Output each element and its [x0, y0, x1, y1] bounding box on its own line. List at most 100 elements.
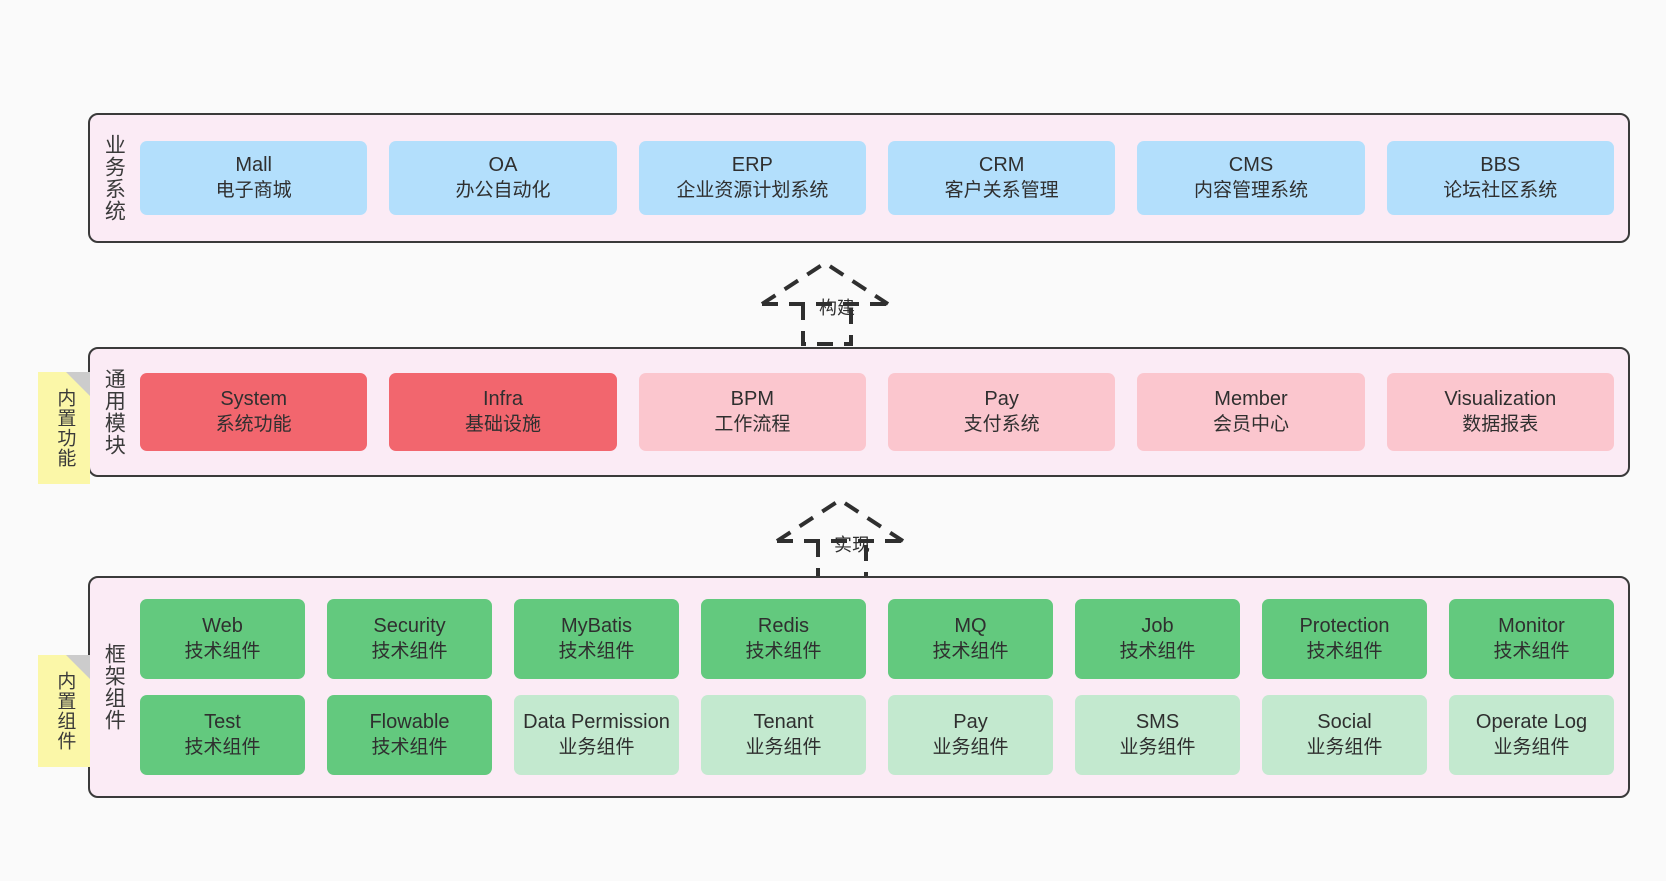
- card-row: Mall 电子商城 OA 办公自动化 ERP 企业资源计划系统 CRM 客户关系…: [140, 141, 1614, 215]
- card-subtitle: 业务组件: [1119, 736, 1196, 758]
- layer-body-common-modules: System 系统功能 Infra 基础设施 BPM 工作流程 Pay 支付系统…: [136, 349, 1628, 475]
- card-subtitle: 客户关系管理: [944, 179, 1059, 201]
- card-bpm[interactable]: BPM 工作流程: [638, 373, 866, 451]
- card-title: BPM: [730, 388, 774, 411]
- layer-body-business-system: Mall 电子商城 OA 办公自动化 ERP 企业资源计划系统 CRM 客户关系…: [136, 115, 1628, 241]
- card-title: Pay: [953, 711, 988, 734]
- card-pay[interactable]: Pay 支付系统: [887, 373, 1116, 451]
- card-web[interactable]: Web 技术组件: [140, 599, 305, 679]
- card-title: Mall: [235, 154, 272, 177]
- card-sms[interactable]: SMS 业务组件: [1075, 695, 1240, 775]
- card-title: Visualization: [1444, 388, 1557, 411]
- card-subtitle: 会员中心: [1212, 413, 1289, 435]
- layer-business-system: 业务系统 Mall 电子商城 OA 办公自动化 ERP 企业资源计划系统 CRM…: [88, 113, 1630, 243]
- card-social[interactable]: Social 业务组件: [1262, 695, 1427, 775]
- card-mybatis[interactable]: MyBatis 技术组件: [514, 599, 679, 679]
- card-title: MQ: [954, 615, 987, 638]
- card-title: Flowable: [369, 711, 450, 734]
- card-subtitle: 工作流程: [714, 413, 791, 435]
- card-subtitle: 基础设施: [464, 413, 541, 435]
- card-subtitle: 数据报表: [1462, 413, 1539, 435]
- card-title: Test: [204, 711, 241, 734]
- card-subtitle: 系统功能: [215, 413, 292, 435]
- sticky-note-builtin-components[interactable]: 内置组件: [38, 655, 90, 767]
- card-monitor[interactable]: Monitor 技术组件: [1449, 599, 1614, 679]
- card-subtitle: 技术组件: [1306, 640, 1383, 662]
- arrow-label-build: 构建: [819, 298, 855, 318]
- card-title: CRM: [978, 154, 1025, 177]
- card-member[interactable]: Member 会员中心: [1137, 373, 1365, 451]
- card-operate-log[interactable]: Operate Log 业务组件: [1449, 695, 1614, 775]
- card-subtitle: 支付系统: [963, 413, 1040, 435]
- card-title: ERP: [731, 154, 773, 177]
- card-subtitle: 技术组件: [558, 640, 635, 662]
- card-subtitle: 技术组件: [745, 640, 822, 662]
- card-title: OA: [488, 154, 518, 177]
- card-title: Data Permission: [523, 711, 670, 734]
- card-subtitle: 办公自动化: [455, 179, 551, 201]
- layer-title-framework-components: 框架组件: [102, 643, 126, 731]
- layer-title-business-system: 业务系统: [102, 134, 126, 222]
- card-system[interactable]: System 系统功能: [140, 373, 368, 451]
- card-data-permission[interactable]: Data Permission 业务组件: [514, 695, 679, 775]
- card-title: SMS: [1135, 711, 1180, 734]
- card-title: Operate Log: [1475, 711, 1588, 734]
- card-erp[interactable]: ERP 企业资源计划系统: [638, 141, 866, 215]
- card-mall[interactable]: Mall 电子商城: [140, 141, 368, 215]
- card-title: Member: [1214, 388, 1288, 411]
- card-row: Test 技术组件 Flowable 技术组件 Data Permission …: [140, 695, 1614, 775]
- card-security[interactable]: Security 技术组件: [327, 599, 492, 679]
- card-title: Security: [373, 615, 446, 638]
- card-subtitle: 业务组件: [558, 736, 635, 758]
- card-title: Protection: [1299, 615, 1390, 638]
- card-protection[interactable]: Protection 技术组件: [1262, 599, 1427, 679]
- card-mq[interactable]: MQ 技术组件: [888, 599, 1053, 679]
- card-test[interactable]: Test 技术组件: [140, 695, 305, 775]
- card-subtitle: 电子商城: [215, 179, 292, 201]
- sticky-note-builtin-features[interactable]: 内置功能: [38, 372, 90, 484]
- card-subtitle: 业务组件: [1493, 736, 1570, 758]
- card-job[interactable]: Job 技术组件: [1075, 599, 1240, 679]
- card-title: CMS: [1228, 154, 1274, 177]
- card-subtitle: 业务组件: [932, 736, 1009, 758]
- card-subtitle: 技术组件: [371, 640, 448, 662]
- card-visualization[interactable]: Visualization 数据报表: [1386, 373, 1614, 451]
- arrow-label-implement: 实现: [834, 535, 870, 555]
- arrow-build: 构建: [757, 258, 907, 348]
- card-cms[interactable]: CMS 内容管理系统: [1137, 141, 1365, 215]
- card-subtitle: 技术组件: [932, 640, 1009, 662]
- card-title: Web: [202, 615, 243, 638]
- card-title: Social: [1317, 711, 1372, 734]
- arrow-implement: 实现: [772, 495, 922, 585]
- card-oa[interactable]: OA 办公自动化: [389, 141, 617, 215]
- card-redis[interactable]: Redis 技术组件: [701, 599, 866, 679]
- card-tenant[interactable]: Tenant 业务组件: [701, 695, 866, 775]
- card-subtitle: 技术组件: [184, 736, 261, 758]
- card-infra[interactable]: Infra 基础设施: [389, 373, 617, 451]
- card-title: Job: [1141, 615, 1174, 638]
- card-title: Monitor: [1498, 615, 1565, 638]
- card-row: Web 技术组件 Security 技术组件 MyBatis 技术组件 Redi…: [140, 599, 1614, 679]
- card-flowable[interactable]: Flowable 技术组件: [327, 695, 492, 775]
- card-subtitle: 业务组件: [1306, 736, 1383, 758]
- layer-framework-components: 框架组件 Web 技术组件 Security 技术组件 MyBatis 技术组件…: [88, 576, 1630, 798]
- card-subtitle: 技术组件: [1119, 640, 1196, 662]
- card-pay-business[interactable]: Pay 业务组件: [888, 695, 1053, 775]
- card-row: System 系统功能 Infra 基础设施 BPM 工作流程 Pay 支付系统…: [140, 373, 1614, 451]
- card-subtitle: 论坛社区系统: [1443, 179, 1558, 201]
- card-title: Pay: [984, 388, 1019, 411]
- card-subtitle: 业务组件: [745, 736, 822, 758]
- card-title: MyBatis: [560, 615, 633, 638]
- card-subtitle: 技术组件: [1493, 640, 1570, 662]
- card-title: BBS: [1480, 154, 1521, 177]
- card-subtitle: 技术组件: [371, 736, 448, 758]
- layer-body-framework-components: Web 技术组件 Security 技术组件 MyBatis 技术组件 Redi…: [136, 578, 1628, 796]
- card-title: Tenant: [753, 711, 814, 734]
- layer-common-modules: 通用模块 System 系统功能 Infra 基础设施 BPM 工作流程 Pay…: [88, 347, 1630, 477]
- card-title: System: [220, 388, 287, 411]
- card-crm[interactable]: CRM 客户关系管理: [887, 141, 1116, 215]
- card-bbs[interactable]: BBS 论坛社区系统: [1386, 141, 1614, 215]
- card-subtitle: 企业资源计划系统: [676, 179, 829, 201]
- card-title: Redis: [757, 615, 810, 638]
